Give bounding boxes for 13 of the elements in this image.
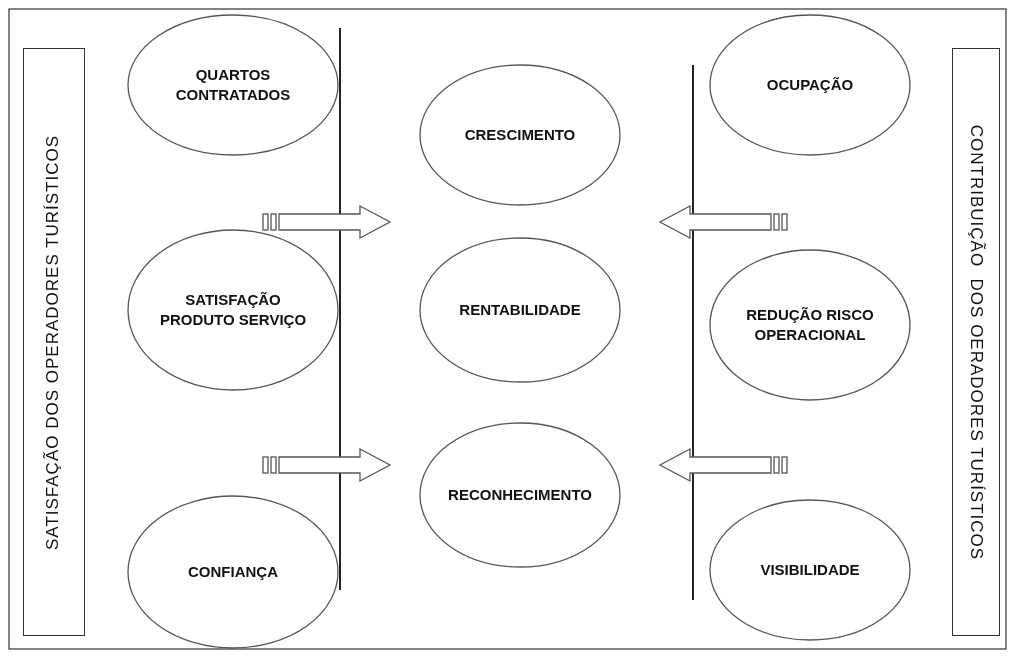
node-text: CRESCIMENTO bbox=[464, 124, 576, 145]
node-text: QUARTOS CONTRATADOS bbox=[174, 64, 292, 105]
node-text: SATISFAÇÃO PRODUTO SERVIÇO bbox=[158, 289, 308, 330]
node-text: SATISFAÇÃO DOS OPERADORES TURÍSTICOS bbox=[42, 134, 64, 550]
node-text: VISIBILIDADE bbox=[760, 559, 860, 580]
node-text: RENTABILIDADE bbox=[459, 299, 581, 320]
node-text: OCUPAÇÃO bbox=[766, 74, 854, 95]
node-text: RECONHECIMENTO bbox=[448, 484, 592, 505]
node-text: CONFIANÇA bbox=[188, 561, 278, 582]
vertical-label-box bbox=[952, 48, 1000, 636]
vertical-label-box bbox=[23, 48, 85, 636]
node-text: CONTRIBUIÇÃO DOS OERADORES TURÍSTICOS bbox=[966, 124, 988, 560]
node-text: REDUÇÃO RISCO OPERACIONAL bbox=[745, 304, 875, 345]
